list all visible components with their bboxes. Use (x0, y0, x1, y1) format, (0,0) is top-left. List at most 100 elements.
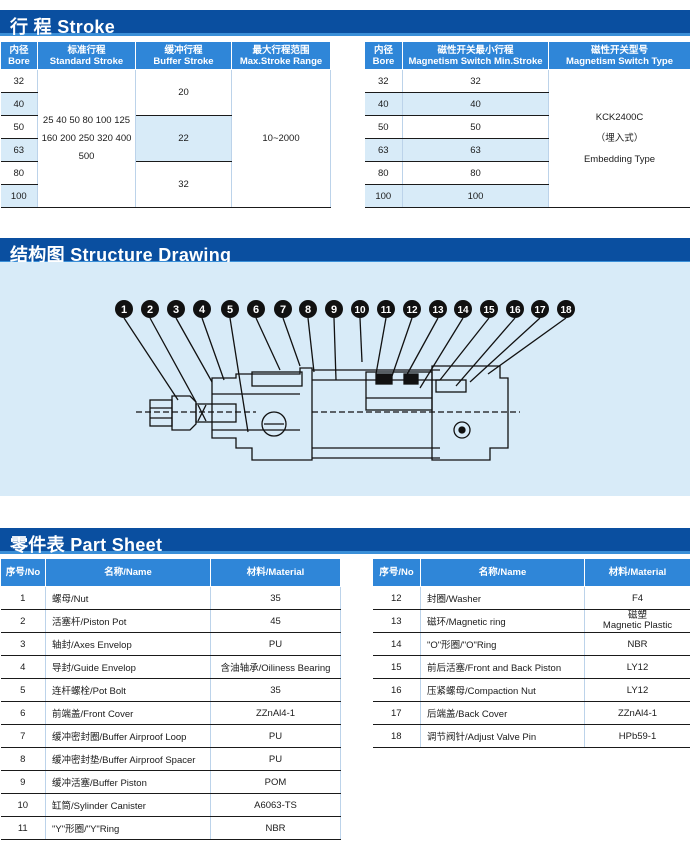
callout-label: 16 (509, 305, 521, 316)
stroke-bore-cell: 80 (0, 161, 38, 185)
cylinder-drawing: 1 2 3 4 5 6 7 8 9 10 11 12 13 14 15 16 1… (115, 300, 575, 461)
part-no-cell: 6 (0, 701, 46, 725)
callout-badge: 6 (247, 300, 265, 318)
stroke-section-bar: 行 程 Stroke (0, 10, 690, 37)
magnet-bore-cell: 80 (364, 161, 403, 185)
callout-label: 9 (331, 304, 337, 316)
callout-label: 18 (560, 305, 572, 316)
parts-header-material: 材料/Material (210, 558, 341, 587)
callout-label: 13 (432, 305, 444, 316)
magnet-min-cell: 80 (402, 161, 549, 185)
part-material-cell: PU (210, 747, 341, 771)
part-material-cell: ZZnAl4-1 (210, 701, 341, 725)
part-no-cell: 15 (372, 655, 421, 679)
callout-badge: 15 (480, 300, 498, 318)
part-name-cell: 调节阀针/Adjust Valve Pin (420, 724, 585, 748)
part-material-cell: LY12 (584, 655, 690, 679)
part-no-cell: 14 (372, 632, 421, 656)
part-name-cell: "O"形圈/"O"Ring (420, 632, 585, 656)
part-name-cell: 连杆螺栓/Pot Bolt (45, 678, 211, 702)
part-material-cell: HPb59-1 (584, 724, 690, 748)
callout-badge: 17 (531, 300, 549, 318)
callout-badge: 11 (377, 300, 395, 318)
stroke-bore-cell: 63 (0, 138, 38, 162)
callout-badge: 10 (351, 300, 369, 318)
part-material-cell: LY12 (584, 678, 690, 702)
parts-header-no: 序号/No (0, 558, 46, 587)
part-material-cell: A6063-TS (210, 793, 341, 817)
buffer-stroke-cell: 32 (135, 161, 232, 208)
stroke-bore-cell: 100 (0, 184, 38, 208)
magnet-bore-cell: 63 (364, 138, 403, 162)
callout-label: 8 (305, 304, 311, 316)
callout-badge: 4 (193, 300, 211, 318)
part-no-cell: 1 (0, 586, 46, 610)
callout-badge: 12 (403, 300, 421, 318)
structure-section-title: 结构图 Structure Drawing (10, 245, 232, 265)
magnet-type-cell: KCK2400C （埋入式） Embedding Type (548, 69, 690, 208)
structure-section-bar: 结构图 Structure Drawing (0, 238, 690, 265)
callout-badge: 9 (325, 300, 343, 318)
callout-label: 12 (406, 305, 418, 316)
part-name-cell: 封圈/Washer (420, 586, 585, 610)
part-name-cell: 压紧螺母/Compaction Nut (420, 678, 585, 702)
part-name-cell: 缓冲活塞/Buffer Piston (45, 770, 211, 794)
part-no-cell: 4 (0, 655, 46, 679)
magnet-bore-cell: 32 (364, 69, 403, 93)
callout-label: 15 (483, 305, 495, 316)
buffer-stroke-cell: 22 (135, 115, 232, 162)
parts-section-bar: 零件表 Part Sheet (0, 528, 690, 555)
part-no-cell: 3 (0, 632, 46, 656)
part-name-cell: 螺母/Nut (45, 586, 211, 610)
part-name-cell: "Y"形圈/"Y"Ring (45, 816, 211, 840)
part-name-cell: 缓冲密封圈/Buffer Airproof Loop (45, 724, 211, 748)
parts-header-material: 材料/Material (584, 558, 690, 587)
magnet-bore-cell: 50 (364, 115, 403, 139)
part-name-cell: 导封/Guide Envelop (45, 655, 211, 679)
part-name-cell: 轴封/Axes Envelop (45, 632, 211, 656)
callout-label: 6 (253, 304, 259, 316)
callout-label: 4 (199, 304, 206, 316)
part-name-cell: 活塞杆/Piston Pot (45, 609, 211, 633)
stroke-bore-cell: 32 (0, 69, 38, 93)
callout-badge: 1 (115, 300, 133, 318)
part-material-cell: 35 (210, 678, 341, 702)
part-no-cell: 11 (0, 816, 46, 840)
part-material-cell: PU (210, 724, 341, 748)
stroke-bore-cell: 50 (0, 115, 38, 139)
callout-badge: 16 (506, 300, 524, 318)
part-material-cell: 35 (210, 586, 341, 610)
part-no-cell: 2 (0, 609, 46, 633)
part-material-cell: POM (210, 770, 341, 794)
parts-section-title: 零件表 Part Sheet (10, 535, 163, 555)
callout-label: 14 (457, 305, 469, 316)
callout-badge: 8 (299, 300, 317, 318)
magnet-min-cell: 100 (402, 184, 549, 208)
part-material-cell: NBR (210, 816, 341, 840)
parts-header-name: 名称/Name (45, 558, 211, 587)
part-no-cell: 13 (372, 609, 421, 633)
callout-badge: 2 (141, 300, 159, 318)
structure-drawing-area: 1 2 3 4 5 6 7 8 9 10 11 12 13 14 15 16 1… (0, 262, 690, 496)
stroke-section-title: 行 程 Stroke (10, 17, 116, 37)
callout-badge: 3 (167, 300, 185, 318)
callout-label: 11 (381, 305, 392, 316)
